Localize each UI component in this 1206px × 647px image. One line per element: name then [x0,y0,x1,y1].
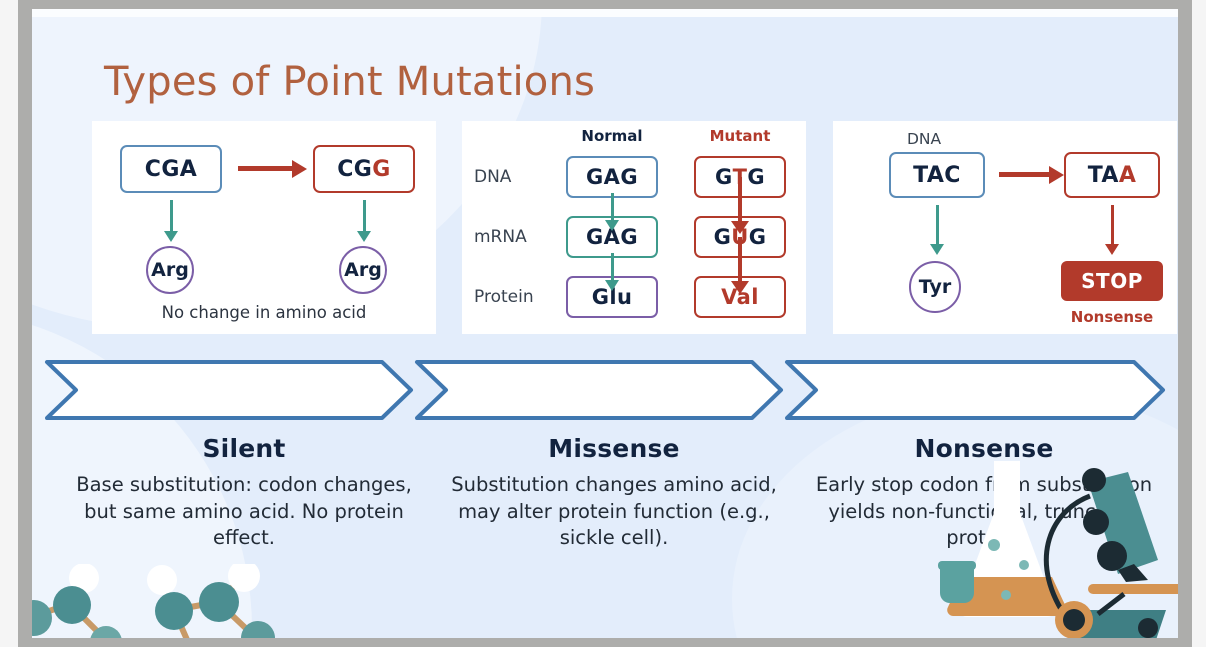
silent-left-amino-acid-text: Arg [151,259,189,281]
silent-original-codon-box: CGA [120,145,222,193]
missense-row-label-dna: DNA [474,167,512,187]
missense-column-header-normal: Normal [581,127,643,145]
frame-left-border [18,0,32,647]
nonsense-mutant-codon-changed-base: A [1118,162,1137,188]
frame-right-border [1178,0,1192,647]
missense-mutant-mrna-base-1: G [713,225,732,249]
missense-mutant-dna-base-3: G [747,165,765,189]
nonsense-original-codon-text: TAC [913,162,961,188]
silent-mutant-codon-prefix: CG [337,156,373,182]
nonsense-amino-acid-circle: Tyr [909,261,961,313]
nonsense-stop-text: STOP [1081,269,1143,293]
caption-silent-body: Base substitution: codon changes, but sa… [76,473,412,550]
missense-mutant-dna-base-1: G [714,165,733,189]
nonsense-amino-acid-text: Tyr [918,276,952,298]
nonsense-mutant-codon-prefix: TA [1087,162,1119,188]
silent-right-amino-acid-text: Arg [344,259,382,281]
microscope-decoration-icon [1043,468,1178,638]
caption-missense-heading: Missense [548,434,680,463]
caption-missense: Missense Substitution changes amino acid… [444,434,784,552]
silent-right-amino-acid-circle: Arg [339,246,387,294]
nonsense-stop-codon-box: STOP [1061,261,1163,301]
silent-left-amino-acid-circle: Arg [146,246,194,294]
missense-row-label-mrna: mRNA [474,227,527,247]
page-title: Types of Point Mutations [104,59,596,105]
nonsense-original-codon-box: TAC [889,152,985,198]
caption-nonsense-heading: Nonsense [914,434,1054,463]
caption-silent-heading: Silent [202,434,286,463]
frame-bottom-border [18,638,1192,647]
silent-mutant-codon-changed-base: G [372,156,391,182]
slide-top-highlight [32,9,1178,17]
frame-top-border [18,0,1192,9]
chevron-silent [44,359,414,421]
caption-silent: Silent Base substitution: codon changes,… [74,434,414,552]
missense-column-header-mutant: Mutant [709,127,771,145]
caption-nonsense: Nonsense Early stop codon from substitut… [814,434,1154,552]
missense-normal-dna-box: GAG [566,156,658,198]
missense-row-label-protein: Protein [474,287,534,307]
flask-decoration-icon [938,461,1067,618]
panel-missense: Normal Mutant DNA mRNA Protein GAG GAG G… [462,121,806,334]
chevron-nonsense [784,359,1166,421]
nonsense-type-label: Nonsense [1070,308,1154,326]
caption-missense-body: Substitution changes amino acid, may alt… [451,473,777,550]
missense-normal-dna-text: GAG [586,165,638,189]
chevron-missense [414,359,784,421]
missense-mutant-mrna-base-3: G [748,225,767,249]
silent-original-codon-text: CGA [144,156,198,182]
nonsense-dna-label: DNA [907,130,942,148]
silent-panel-note: No change in amino acid [161,303,367,322]
molecule-decoration-icon [32,564,275,638]
